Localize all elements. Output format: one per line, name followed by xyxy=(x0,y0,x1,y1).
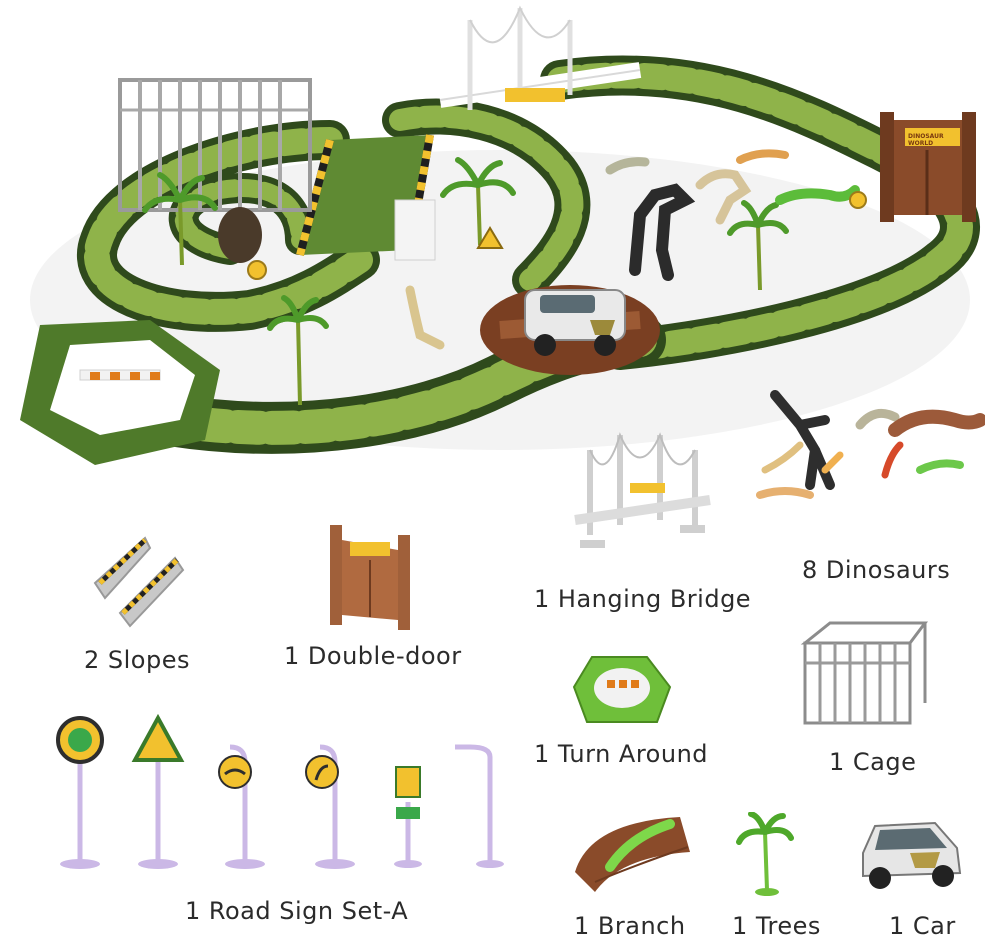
cage-image xyxy=(800,621,928,725)
car-label: 1 Car xyxy=(889,912,956,940)
cage-label: 1 Cage xyxy=(829,748,917,776)
turn-around-image xyxy=(572,656,672,723)
dinosaurs-label: 8 Dinosaurs xyxy=(802,556,951,584)
double-door-image xyxy=(330,525,410,630)
hanging-bridge-image xyxy=(574,432,711,548)
branch-label: 1 Branch xyxy=(574,912,686,940)
branch-image xyxy=(575,817,690,892)
slopes-label: 2 Slopes xyxy=(84,646,190,674)
road-sign-set-label: 1 Road Sign Set-A xyxy=(185,897,409,925)
assembled-track-scene xyxy=(20,5,980,465)
road-sign-set-image xyxy=(56,713,504,869)
trees-image xyxy=(736,812,794,896)
turn-around-label: 1 Turn Around xyxy=(534,740,709,768)
trees-label: 1 Trees xyxy=(732,912,821,940)
dinosaurs-group-image xyxy=(756,390,985,499)
double-door-label: 1 Double-door xyxy=(284,642,462,670)
slopes-image xyxy=(93,536,185,628)
car-image xyxy=(862,821,962,889)
hanging-bridge-label: 1 Hanging Bridge xyxy=(534,585,752,613)
dinosaur-world-sign-text: DINOSAUR WORLD xyxy=(908,133,944,147)
